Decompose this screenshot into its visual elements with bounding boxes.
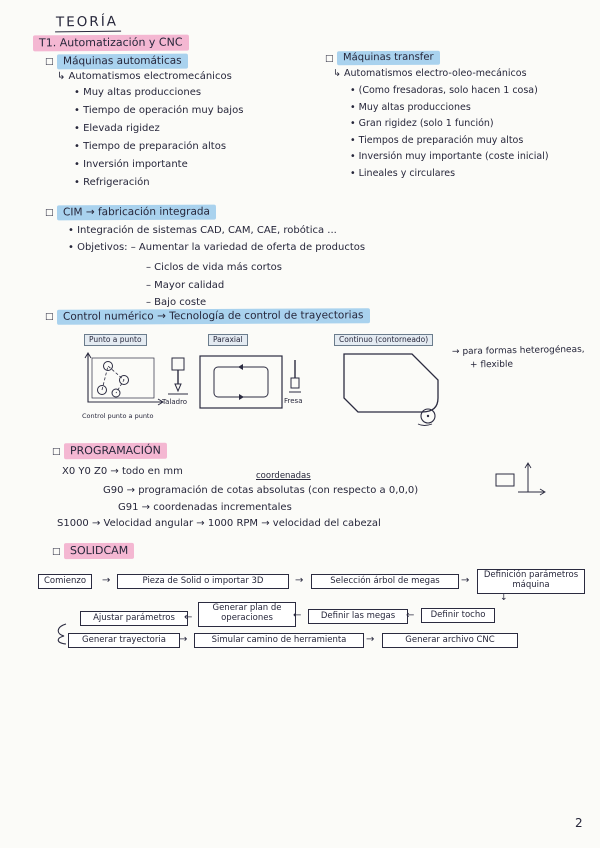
prog-line-xyz: X0 Y0 Z0 → todo en mm — [62, 466, 183, 477]
flow-arrow: → — [295, 575, 304, 586]
list-item: – Mayor calidad — [146, 279, 225, 291]
list-maquinas-transfer: • (Como fresadoras, solo hacen 1 cosa) •… — [350, 83, 549, 182]
list-item: • Gran rigidez (solo 1 función) — [350, 118, 494, 129]
continuo-sketch — [343, 353, 439, 426]
page-title: TEORÍA — [54, 13, 122, 33]
section-marker: □ — [45, 312, 54, 322]
punto-a-punto-sketch — [84, 352, 164, 406]
list-item: – Bajo coste — [146, 297, 207, 308]
control-note-line1: → para formas heterogéneas, — [451, 344, 585, 358]
flow-arrow: ← — [406, 610, 415, 621]
flow-step-ajustar-parametros: Ajustar parámetros — [80, 611, 188, 626]
diagram-caption-punto-a-punto: Control punto a punto — [82, 412, 154, 420]
origin-axes-sketch — [495, 462, 546, 496]
flow-arrow-down: ↓ — [500, 593, 508, 603]
flow-arrow: → — [366, 634, 375, 645]
list-item: • Muy altas producciones — [74, 87, 202, 98]
list-item: • Inversión muy importante (coste inicia… — [350, 151, 549, 162]
chapter-title: T1. Automatización y CNC — [32, 34, 189, 52]
diagram-label-continuo: Continuo (contorneado) — [334, 334, 434, 346]
list-item: • Elevada rigidez — [74, 123, 160, 134]
list-item: – Ciclos de vida más cortos — [146, 262, 282, 273]
list-item: • Refrigeración — [74, 177, 150, 188]
cim-objectives-list: – Ciclos de vida más cortos – Mayor cali… — [146, 259, 282, 312]
section-marker: □ — [52, 547, 61, 557]
flow-step-pieza: Pieza de Solid o importar 3D — [117, 574, 289, 589]
taladro-label: Taladro — [162, 398, 188, 406]
flow-step-generar-plan: Generar plan de operaciones — [198, 602, 296, 627]
flow-step-definicion-parametros: Definición parámetros máquina — [477, 569, 585, 594]
prog-line-s1000: S1000 → Velocidad angular → 1000 RPM → v… — [57, 518, 381, 529]
control-note-line2: + flexible — [469, 359, 514, 371]
section-title-cim: CIM → fabricación integrada — [56, 204, 217, 221]
flow-step-definir-megas: Definir las megas — [308, 609, 408, 624]
section-marker: □ — [45, 57, 54, 67]
list-item: • Tiempos de preparación muy altos — [350, 134, 524, 146]
page-number: 2 — [575, 816, 583, 830]
list-item: • Muy altas producciones — [350, 101, 471, 113]
list-item: • Tiempo de preparación altos — [74, 141, 227, 152]
list-item: • Inversión importante — [74, 159, 188, 170]
section-marker: □ — [52, 447, 61, 457]
prog-line-g90: G90 → programación de cotas absolutas (c… — [103, 485, 419, 496]
flow-step-definir-tocho: Definir tocho — [421, 608, 495, 623]
cim-line-2: • Objetivos: – Aumentar la variedad de o… — [68, 242, 366, 253]
section-title-programacion: PROGRAMACIÓN — [63, 442, 167, 460]
flow-step-generar-trayectoria: Generar trayectoria — [68, 633, 180, 648]
flow-step-generar-archivo: Generar archivo CNC — [382, 633, 518, 648]
section-title-maquinas-transfer: Máquinas transfer — [336, 50, 440, 66]
prog-annotation-coordenadas: coordenadas — [256, 471, 311, 481]
flow-step-simular-camino: Simular camino de herramienta — [194, 633, 364, 648]
prog-line-g91: G91 → coordenadas incrementales — [118, 502, 292, 513]
section-marker: □ — [45, 208, 54, 218]
section-marker: □ — [325, 54, 334, 64]
list-item: • Tiempo de operación muy bajos — [74, 105, 244, 116]
intro-maquinas-automaticas: ↳ Automatismos electromecánicos — [57, 71, 232, 82]
list-item: • Lineales y circulares — [350, 167, 456, 179]
section-title-solidcam: SOLIDCAM — [63, 542, 135, 560]
flow-step-comienzo: Comienzo — [38, 574, 93, 589]
flow-arrow: → — [102, 575, 111, 586]
flow-arrow: → — [461, 575, 470, 586]
flow-arrow: ← — [184, 612, 193, 623]
flow-loop-connector — [57, 623, 67, 645]
list-maquinas-automaticas: • Muy altas producciones • Tiempo de ope… — [74, 84, 243, 192]
taladro-icon — [168, 357, 188, 395]
fresa-icon — [289, 360, 301, 393]
flow-step-seleccion-arbol: Selección árbol de megas — [311, 574, 459, 589]
list-item: • (Como fresadoras, solo hacen 1 cosa) — [350, 85, 538, 96]
cim-line-1: • Integración de sistemas CAD, CAM, CAE,… — [68, 225, 337, 236]
fresa-label: Fresa — [284, 397, 303, 405]
flow-arrow: → — [179, 634, 188, 645]
flow-arrow: ← — [293, 610, 302, 621]
diagram-label-punto-a-punto: Punto a punto — [84, 334, 147, 346]
section-title-control-numerico: Control numérico → Tecnología de control… — [56, 308, 370, 325]
intro-maquinas-transfer: ↳ Automatismos electro-oleo-mecánicos — [333, 68, 527, 79]
section-title-maquinas-automaticas: Máquinas automáticas — [56, 53, 188, 70]
diagram-label-paraxial: Paraxial — [208, 334, 248, 346]
paraxial-sketch — [199, 355, 283, 409]
